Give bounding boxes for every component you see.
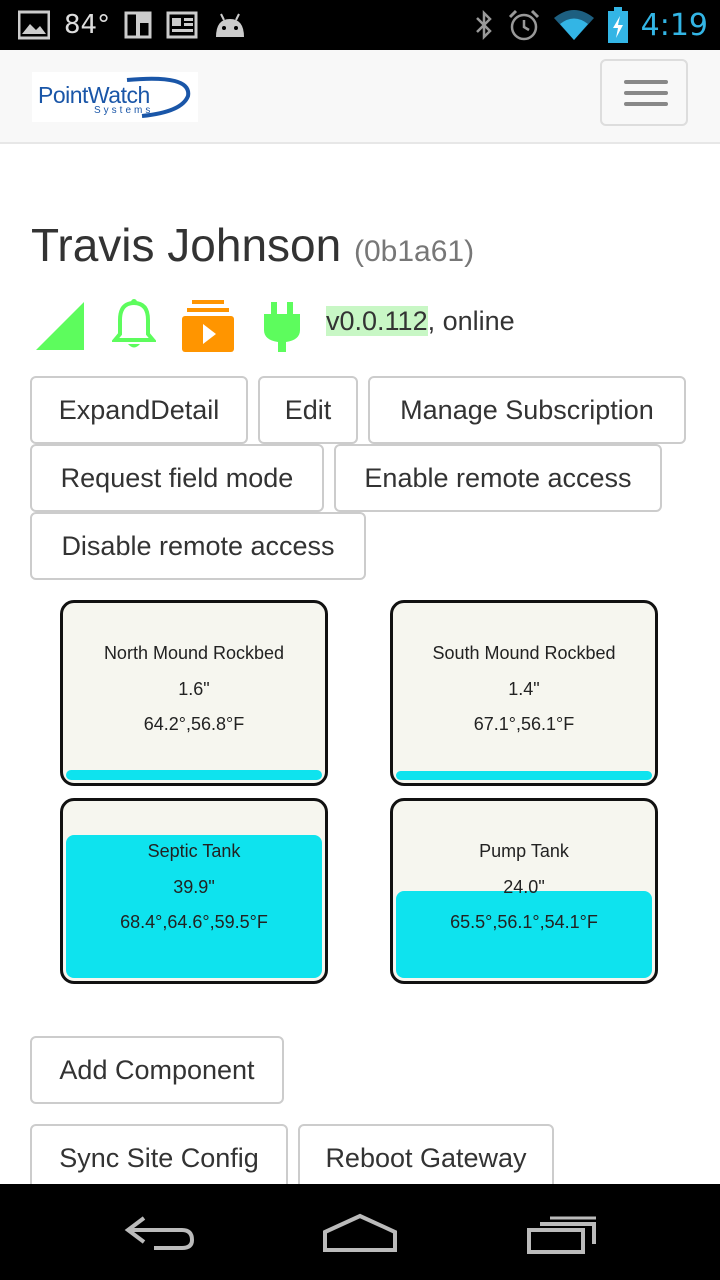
add-component-button[interactable]: Add Component <box>30 1036 284 1104</box>
gateway-version-status: v0.0.112, online <box>326 306 515 337</box>
tank-name: South Mound Rockbed <box>432 643 616 663</box>
logo-subtext: Systems <box>94 105 154 116</box>
recents-icon[interactable] <box>526 1216 598 1261</box>
tank-card[interactable]: Pump Tank 24.0" 65.5°,56.1°,54.1°F <box>390 798 658 984</box>
tank-level: 1.4" <box>508 679 540 699</box>
android-icon <box>212 11 248 39</box>
tank-card[interactable]: South Mound Rockbed 1.4" 67.1°,56.1°F <box>390 600 658 786</box>
online-status: , online <box>427 306 515 336</box>
logo-text: PointWatch <box>38 82 150 108</box>
signal-icon <box>34 300 86 357</box>
tank-level-fill <box>66 835 322 978</box>
image-icon <box>18 10 50 40</box>
sync-site-config-button[interactable]: Sync Site Config <box>30 1124 288 1192</box>
reboot-gateway-button[interactable]: Reboot Gateway <box>298 1124 554 1192</box>
tank-temperatures: 64.2°,56.8°F <box>143 714 245 734</box>
alarm-icon <box>507 8 541 42</box>
disable-remote-access-button[interactable]: Disable remote access <box>30 512 366 580</box>
home-icon[interactable] <box>322 1212 398 1259</box>
site-id: (0b1a61) <box>354 235 475 268</box>
plug-icon <box>262 302 302 357</box>
bluetooth-icon <box>473 9 495 41</box>
page-title: Travis Johnson (0b1a61) <box>31 218 474 272</box>
expand-detail-button[interactable]: ExpandDetail <box>30 376 248 444</box>
system-navigation-bar <box>0 1184 720 1280</box>
edit-button[interactable]: Edit <box>258 376 358 444</box>
battery-icon <box>607 7 629 43</box>
status-bar: 84° 4:19 <box>0 0 720 50</box>
tank-level-fill <box>396 891 652 978</box>
tank-level-fill <box>66 770 322 780</box>
enable-remote-access-button[interactable]: Enable remote access <box>334 444 662 512</box>
video-icon <box>182 300 234 357</box>
tank-name: North Mound Rockbed <box>103 643 285 663</box>
tank-level: 1.6" <box>178 679 210 699</box>
wifi-icon <box>553 8 595 42</box>
temperature-readout: 84° <box>64 10 111 40</box>
tank-name: Septic Tank <box>147 841 241 861</box>
tank-level-fill <box>396 771 652 780</box>
pointwatch-logo[interactable]: PointWatch Systems <box>32 72 198 122</box>
menu-toggle-button[interactable] <box>600 59 688 126</box>
app-navbar: PointWatch Systems <box>0 50 720 144</box>
tank-card[interactable]: North Mound Rockbed 1.6" 64.2°,56.8°F <box>60 600 328 786</box>
clock: 4:19 <box>640 7 708 43</box>
tank-card[interactable]: Septic Tank 39.9" 68.4°,64.6°,59.5°F <box>60 798 328 984</box>
book-icon <box>124 11 152 39</box>
tank-temperatures: 65.5°,56.1°,54.1°F <box>450 912 598 932</box>
version-badge: v0.0.112 <box>326 306 428 336</box>
manage-subscription-button[interactable]: Manage Subscription <box>368 376 686 444</box>
tank-temperatures: 67.1°,56.1°F <box>473 714 575 734</box>
bell-icon <box>110 298 158 357</box>
tank-temperatures: 68.4°,64.6°,59.5°F <box>120 912 268 932</box>
back-icon[interactable] <box>124 1210 196 1259</box>
hamburger-icon <box>624 80 668 84</box>
tank-name: Pump Tank <box>479 841 569 861</box>
customer-name: Travis Johnson <box>31 219 342 271</box>
news-icon <box>166 11 198 39</box>
tank-level: 24.0" <box>503 877 545 897</box>
request-field-mode-button[interactable]: Request field mode <box>30 444 324 512</box>
tank-level: 39.9" <box>173 877 215 897</box>
